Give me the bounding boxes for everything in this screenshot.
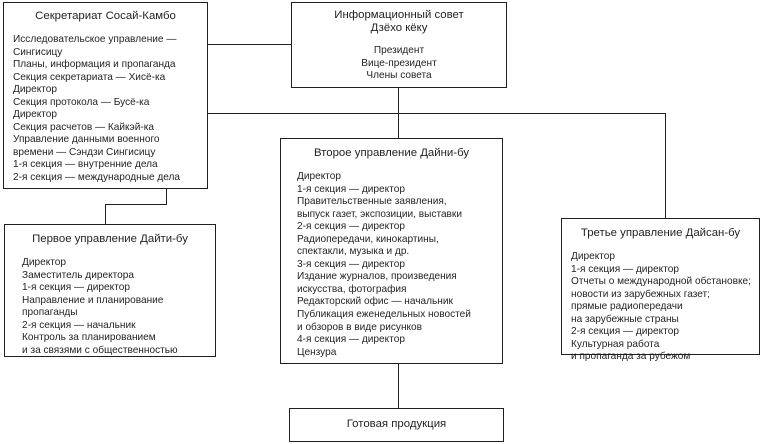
node-information-council-title: Информационный совет Дзёхо кёку — [334, 9, 464, 34]
node-information-council: Информационный совет Дзёхо кёку Президен… — [291, 2, 507, 88]
connector-second-bureau-to-output — [398, 364, 400, 409]
connector-bus-to-second-bureau — [398, 113, 400, 139]
node-secretariat-body: Исследовательское управление — Сингисицу… — [13, 34, 181, 184]
node-third-bureau-body: Директор 1-я секция — директор Отчеты о … — [571, 251, 751, 363]
node-second-bureau: Второе управление Дайни-бу Директор 1-я … — [280, 138, 503, 364]
node-secretariat: Секретариат Сосай-Камбо Исследовательско… — [3, 2, 208, 189]
connector-to-first-bureau — [105, 204, 107, 225]
connector-to-third-bureau — [665, 113, 667, 219]
connector-council-down — [398, 88, 400, 114]
node-output-product-title: Готовая продукция — [346, 418, 447, 430]
node-output-product: Готовая продукция — [289, 408, 504, 442]
node-third-bureau-title: Третье управление Дайсан-бу — [580, 227, 741, 239]
node-third-bureau: Третье управление Дайсан-бу Директор 1-я… — [561, 218, 760, 362]
connector-left-horizontal — [105, 204, 167, 206]
node-first-bureau-body: Директор Заместитель директора 1-я секци… — [22, 257, 178, 356]
connector-horizontal-bus — [166, 113, 666, 115]
connector-secretariat-to-council — [208, 44, 292, 46]
node-second-bureau-title: Второе управление Дайни-бу — [313, 147, 470, 159]
node-secretariat-title: Секретариат Сосай-Камбо — [35, 10, 176, 22]
node-first-bureau: Первое управление Дайти-бу Директор Заме… — [4, 224, 216, 357]
node-first-bureau-title: Первое управление Дайти-бу — [32, 233, 188, 245]
node-information-council-body: Президент Вице-президент Члены совета — [361, 45, 437, 82]
node-second-bureau-body: Директор 1-я секция — директор Правитель… — [297, 171, 471, 358]
